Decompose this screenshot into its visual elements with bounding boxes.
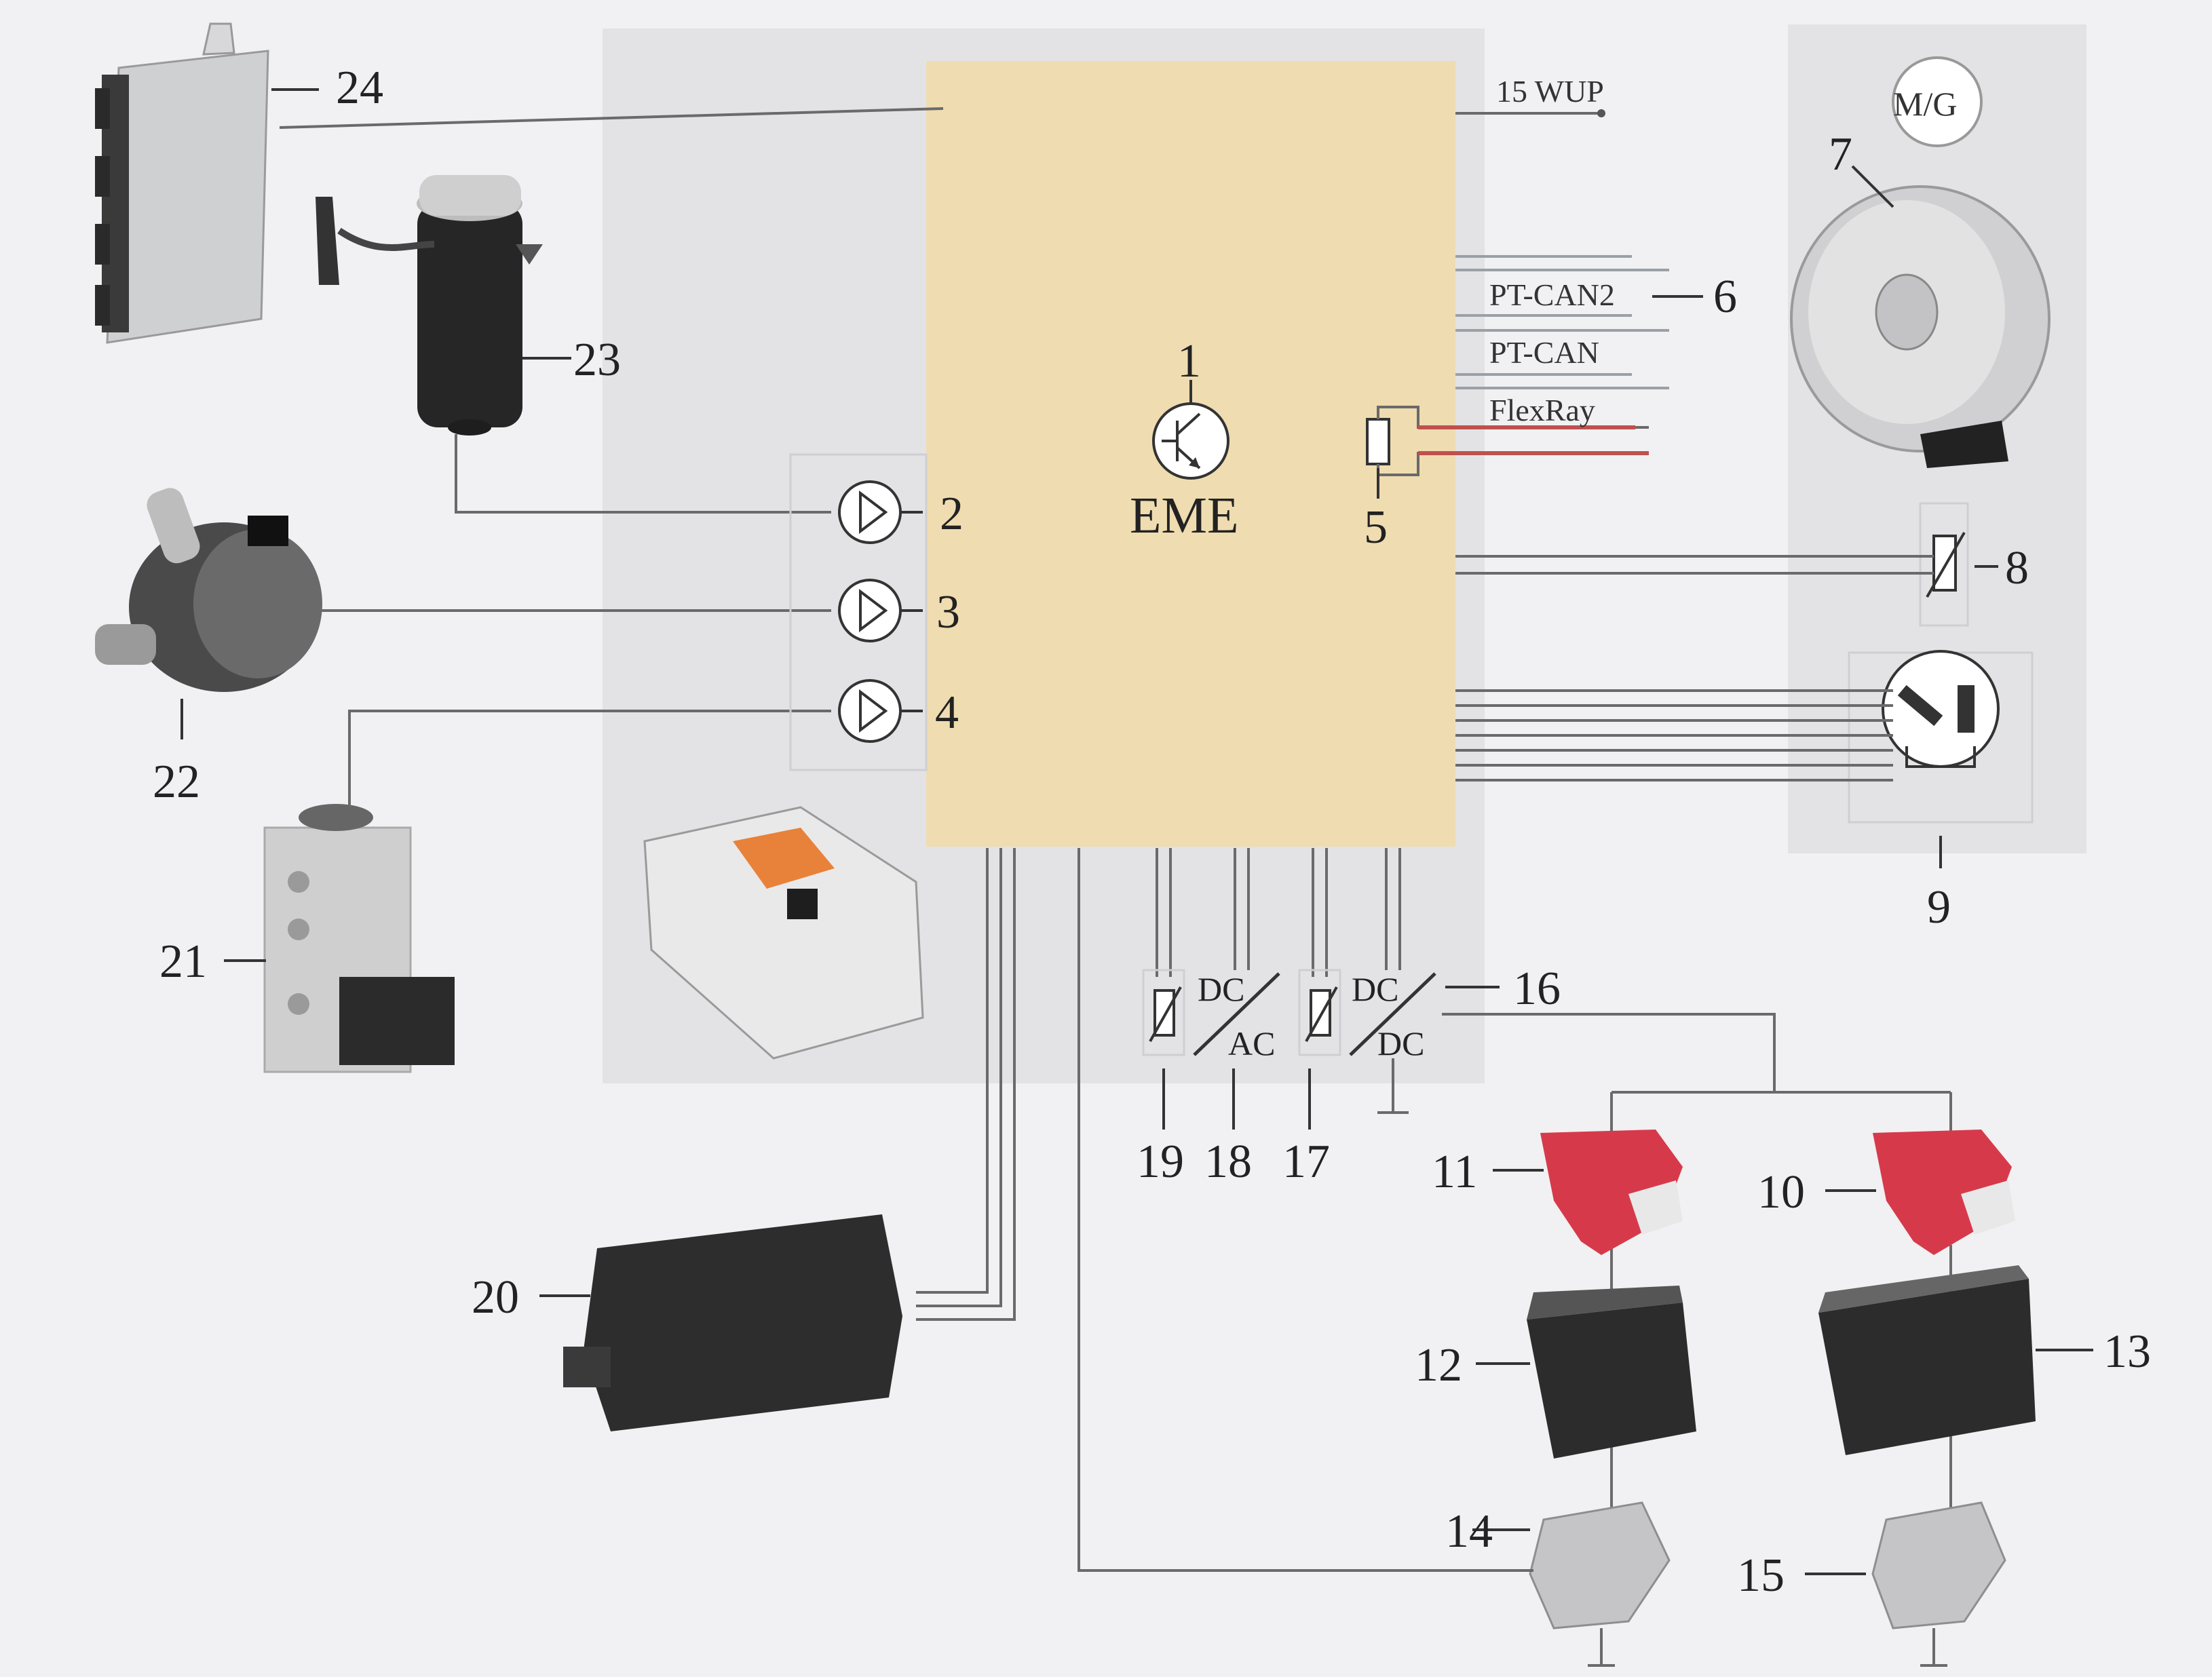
rotor-position-sensor-9 [1848, 650, 2034, 824]
battery-sensor-14 [1529, 1501, 1671, 1630]
temperature-sensor-17 [1298, 969, 1341, 1056]
motor-mg-symbol [1892, 56, 1983, 147]
callout-17: 17 [1282, 1136, 1330, 1188]
control-unit-24 [95, 22, 269, 344]
callout-6: 6 [1713, 271, 1737, 323]
callout-4: 4 [935, 687, 959, 739]
callout-15: 15 [1737, 1549, 1785, 1602]
pt-can2-label: PT-CAN2 [1489, 277, 1615, 312]
valve-block-21 [263, 804, 455, 1073]
callout-23: 23 [573, 334, 621, 386]
dcdc-converter-16 [1349, 972, 1436, 1056]
flexray-label: FlexRay [1489, 393, 1595, 427]
callout-16: 16 [1513, 963, 1561, 1015]
pump-symbol-2 [838, 480, 902, 544]
temperature-sensor-8 [1919, 502, 1969, 627]
battery-terminal-10 [1873, 1130, 2015, 1255]
callout-3: 3 [936, 586, 960, 638]
battery-13 [1818, 1265, 2036, 1455]
callout-1: 1 [1177, 335, 1201, 387]
motor-mg-label: M/G [1893, 85, 1957, 123]
callout-20: 20 [472, 1271, 519, 1324]
callout-7: 7 [1829, 128, 1852, 180]
battery-sensor-15 [1871, 1501, 2006, 1630]
callout-8: 8 [2005, 542, 2029, 594]
transistor-symbol-1 [1152, 402, 1229, 480]
battery-12 [1527, 1286, 1696, 1459]
pump-symbol-4 [838, 679, 902, 743]
electric-motor-7 [1790, 185, 2051, 468]
dcac-bottom-label: AC [1228, 1024, 1275, 1062]
battery-terminal-11 [1540, 1130, 1683, 1255]
electric-pump-23 [316, 175, 543, 436]
callout-10: 10 [1757, 1166, 1805, 1218]
pt-can-label: PT-CAN [1489, 335, 1599, 370]
dcdc-bottom-label: DC [1377, 1024, 1424, 1062]
callout-18: 18 [1204, 1136, 1252, 1188]
callout-24: 24 [336, 62, 383, 114]
callout-14: 14 [1445, 1505, 1493, 1558]
callout-12: 12 [1415, 1339, 1462, 1391]
callout-19: 19 [1137, 1136, 1184, 1188]
pump-symbol-3 [838, 579, 902, 642]
callout-2: 2 [940, 488, 964, 540]
dcac-converter-18 [1193, 972, 1280, 1056]
callout-11: 11 [1432, 1146, 1477, 1198]
callout-21: 21 [159, 936, 207, 988]
power-distribution-box-20 [563, 1214, 902, 1431]
pump-symbol-frame [789, 453, 928, 771]
eme-label: EME [1130, 487, 1238, 544]
wup-signal-label: 15 WUP [1496, 74, 1604, 109]
eme-hardware-image [643, 806, 924, 1060]
temperature-sensor-19 [1142, 969, 1185, 1056]
callout-9: 9 [1927, 881, 1951, 933]
coolant-pump-22 [95, 488, 322, 692]
callout-5: 5 [1364, 501, 1388, 554]
dcac-top-label: DC [1198, 970, 1244, 1008]
callout-22: 22 [153, 756, 200, 808]
callout-13: 13 [2103, 1326, 2151, 1378]
dcdc-top-label: DC [1352, 970, 1398, 1008]
